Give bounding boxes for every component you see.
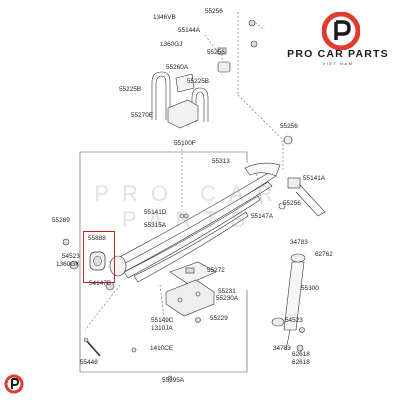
long-bolt [83, 337, 101, 357]
part-label[interactable]: 62618 [292, 351, 310, 358]
part-label[interactable]: 55230A [216, 295, 239, 302]
shock-absorber [271, 253, 306, 351]
part-label[interactable]: 54523 [285, 317, 303, 324]
part-label[interactable]: 1410CE [150, 345, 174, 352]
part-label[interactable]: 55229 [210, 315, 228, 322]
bushing-icon [89, 251, 106, 271]
part-label[interactable]: 55289 [52, 217, 70, 224]
part-label[interactable]: 54147B [89, 280, 112, 287]
part-label[interactable]: 55256 [205, 8, 223, 15]
pro-car-parts-logo [322, 12, 360, 50]
part-label[interactable]: 55141A [303, 175, 326, 182]
part-label[interactable]: 34783 [290, 239, 308, 246]
part-label[interactable]: 55315A [144, 222, 167, 229]
corner-logo-icon [4, 374, 24, 394]
brand-name: PRO CAR PARTS [287, 48, 389, 60]
bump-stopper [217, 19, 256, 73]
part-label[interactable]: 55225B [119, 86, 142, 93]
highlighted-part-label: 55888 [88, 235, 106, 242]
part-label[interactable]: 55395A [162, 377, 185, 384]
shackle [278, 135, 326, 217]
part-label[interactable]: 55149C [151, 317, 174, 324]
part-label[interactable]: 1360GJ [160, 41, 183, 48]
watermark-text: PRO CAR PARTS [94, 181, 286, 232]
part-label[interactable]: 54523 [62, 253, 80, 260]
part-label[interactable]: 1360GK [56, 261, 80, 268]
part-label[interactable]: 55448 [80, 359, 98, 366]
part-label[interactable]: 34783 [273, 345, 291, 352]
part-label[interactable]: 55272 [207, 267, 225, 274]
u-bolt-right [191, 87, 209, 122]
part-label[interactable]: 55270E [131, 112, 154, 119]
frame-outline [80, 151, 248, 163]
part-label[interactable]: 55256 [207, 49, 225, 56]
part-label[interactable]: 62762 [315, 251, 333, 258]
fasteners [105, 40, 305, 381]
part-label[interactable]: 55256 [283, 200, 301, 207]
part-label[interactable]: 55300 [301, 285, 319, 292]
part-label[interactable]: 55256 [280, 123, 298, 130]
part-label[interactable]: 1310JA [151, 325, 173, 332]
part-label[interactable]: 55231 [218, 288, 236, 295]
leaf-spring [109, 162, 281, 283]
part-label[interactable]: 62618 [292, 359, 310, 366]
u-bolt-left [151, 71, 171, 120]
part-label[interactable]: 1346VB [153, 14, 176, 21]
part-label[interactable]: 55313 [212, 158, 230, 165]
spring-seat [167, 73, 199, 129]
highlighted-part-box[interactable] [83, 231, 115, 283]
part-label[interactable]: 55260A [166, 64, 189, 71]
part-label[interactable]: 55225B [187, 78, 210, 85]
part-label[interactable]: 55100F [174, 140, 196, 147]
part-label[interactable]: 55147A [251, 213, 274, 220]
part-label[interactable]: 55144A [178, 27, 201, 34]
brand-subtitle: VIET NAM [322, 61, 354, 66]
part-label[interactable]: 55141D [144, 209, 167, 216]
